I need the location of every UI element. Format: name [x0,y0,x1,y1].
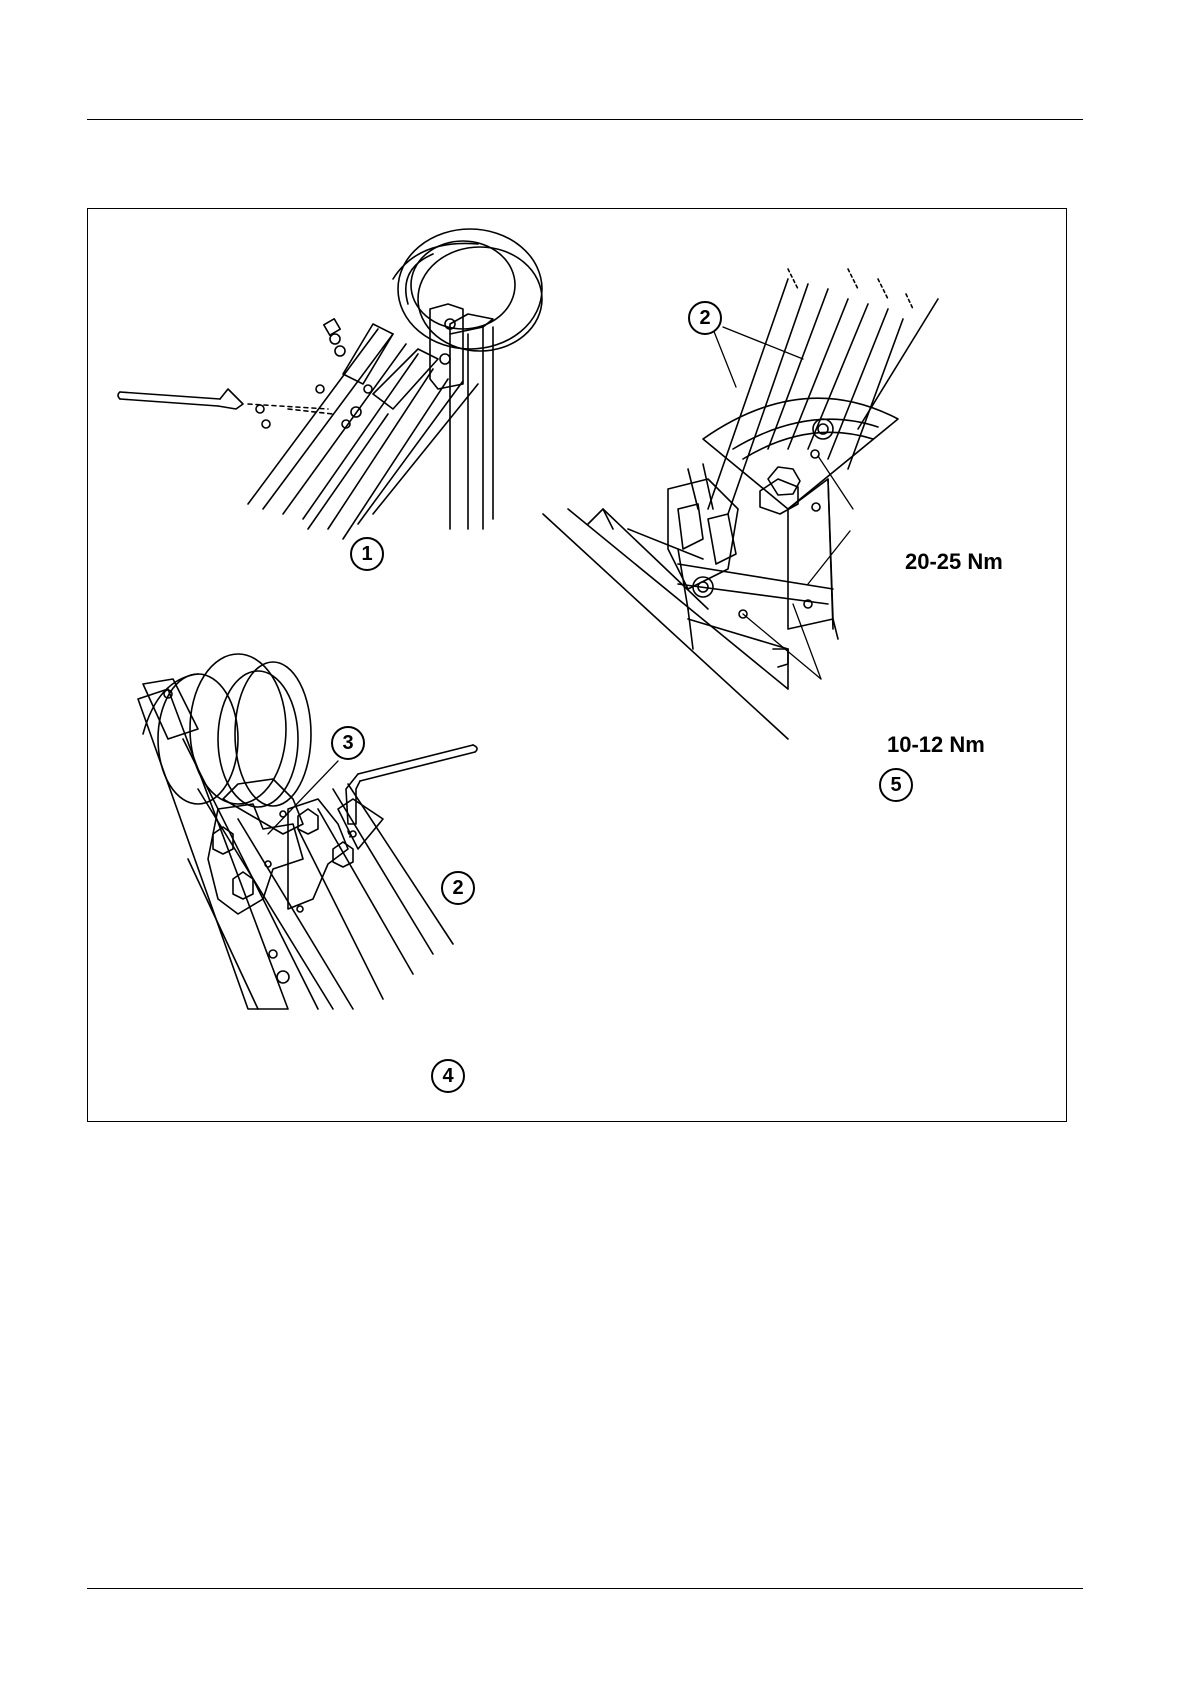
torque-label-upper: 20-25 Nm [905,549,1003,575]
callout-2-bottom: 2 [441,871,475,905]
view-1-pulley-head [118,229,542,539]
figure-frame: 1 2 3 2 4 5 20-25 Nm 10-12 Nm [87,208,1067,1122]
callout-4: 4 [431,1059,465,1093]
header-rule [87,119,1083,120]
view-4-mounting-bracket [138,654,477,1009]
assembly-illustration [88,209,1068,1123]
torque-label-lower: 10-12 Nm [887,732,985,758]
footer-rule [87,1588,1083,1589]
view-5-belt-tensioner [543,269,938,739]
callout-2-top: 2 [688,301,722,335]
callout-3: 3 [331,726,365,760]
callout-5: 5 [879,768,913,802]
callout-1: 1 [350,537,384,571]
